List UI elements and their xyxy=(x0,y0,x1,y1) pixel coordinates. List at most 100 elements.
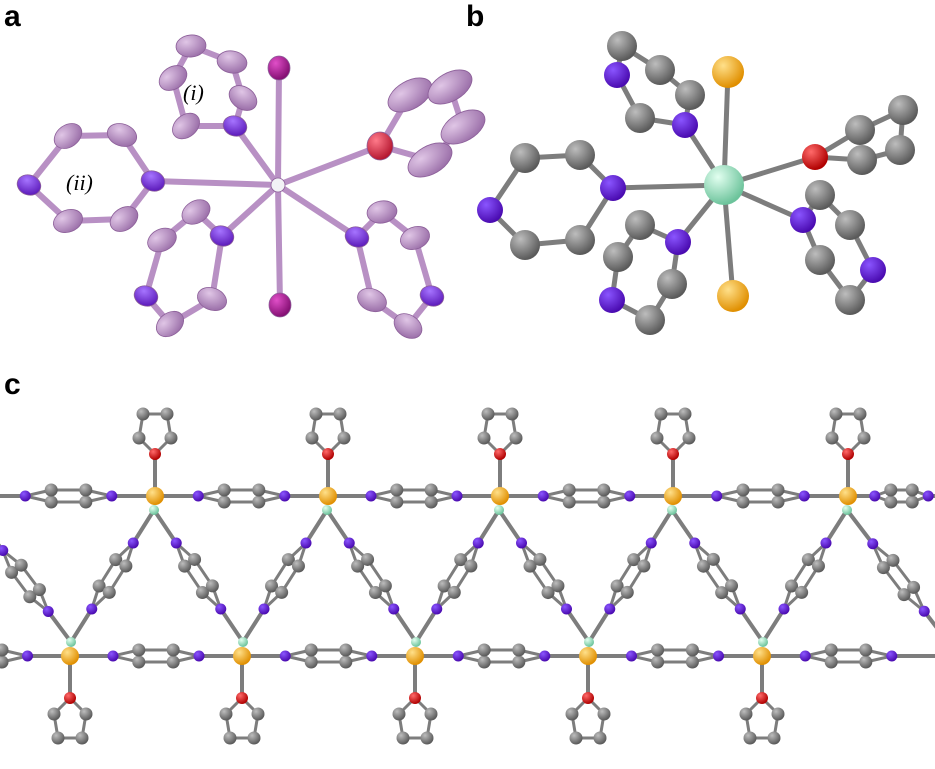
nitrogen-atom xyxy=(599,287,625,313)
coordination-bond xyxy=(275,65,282,188)
carbon-atom xyxy=(767,731,781,745)
carbon-atom xyxy=(309,407,323,421)
nitrogen-atom xyxy=(22,650,33,662)
iodine-atom xyxy=(268,292,292,318)
carbon-atom xyxy=(390,495,404,509)
carbon-atom xyxy=(512,643,526,657)
nitrogen-atom xyxy=(600,175,626,201)
bridge-bond xyxy=(152,508,179,545)
carbon-atom xyxy=(304,643,318,657)
nitrogen-atom xyxy=(869,490,881,502)
ligand-label-i: (i) xyxy=(183,80,204,105)
nitrogen-atom xyxy=(107,650,119,662)
carbon-atom xyxy=(829,407,843,421)
oxygen-atom xyxy=(667,448,679,460)
metal-center xyxy=(704,165,744,205)
carbon-atom xyxy=(23,590,37,604)
carbon-atom xyxy=(736,495,750,509)
oxygen-atom xyxy=(366,131,394,161)
carbon-atom xyxy=(407,142,453,178)
carbon-atom xyxy=(155,310,185,338)
carbon-atom xyxy=(393,313,423,339)
carbon-atom xyxy=(884,483,898,497)
halide-atom xyxy=(491,487,509,505)
panel-c-chain-network xyxy=(0,407,935,745)
carbon-atom xyxy=(685,655,699,669)
carbon-atom xyxy=(79,707,93,721)
carbon-atom xyxy=(219,707,233,721)
carbon-atom xyxy=(743,731,757,745)
carbon-atom xyxy=(396,731,410,745)
nitrogen-atom xyxy=(626,650,637,662)
nitrogen-atom xyxy=(209,225,235,247)
carbon-atom xyxy=(569,731,583,745)
nitrogen-atom xyxy=(604,62,630,88)
nitrogen-atom xyxy=(798,490,810,502)
carbon-atom xyxy=(510,230,540,260)
carbon-atom xyxy=(533,552,547,566)
nitrogen-atom xyxy=(388,603,400,615)
carbon-atom xyxy=(339,655,353,669)
carbon-atom xyxy=(14,558,28,572)
nitrogen-atom xyxy=(19,490,31,502)
nitrogen-atom xyxy=(344,226,370,248)
carbon-atom xyxy=(147,227,177,253)
bridge-bond xyxy=(670,508,697,545)
panel-a-ellipsoid-model xyxy=(16,34,486,339)
nitrogen-atom xyxy=(258,603,270,615)
carbon-atom xyxy=(541,586,555,600)
nitrogen-atom xyxy=(778,603,790,615)
carbon-atom xyxy=(725,579,739,593)
nitrogen-atom xyxy=(215,603,227,615)
carbon-atom xyxy=(675,80,705,110)
carbon-atom xyxy=(593,731,607,745)
carbon-atom xyxy=(651,655,665,669)
nitrogen-atom xyxy=(734,603,746,615)
nitrogen-atom xyxy=(886,650,898,662)
carbon-atom xyxy=(682,431,696,445)
nitrogen-atom xyxy=(431,603,443,615)
carbon-atom xyxy=(424,707,438,721)
carbon-atom xyxy=(136,407,150,421)
nitrogen-atom xyxy=(860,257,886,283)
carbon-atom xyxy=(291,559,305,573)
nitrogen-atom xyxy=(537,490,549,502)
carbon-atom xyxy=(512,655,526,669)
carbon-atom xyxy=(886,553,900,567)
panel-label-b: b xyxy=(466,0,485,33)
nitrogen-atom xyxy=(343,537,355,549)
carbon-atom xyxy=(625,103,655,133)
carbon-atom xyxy=(304,655,318,669)
carbon-atom xyxy=(0,643,9,657)
carbon-atom xyxy=(0,655,9,669)
nitrogen-atom xyxy=(365,490,377,502)
carbon-atom xyxy=(251,707,265,721)
carbon-atom xyxy=(223,731,237,745)
carbon-atom xyxy=(650,431,664,445)
carbon-atom xyxy=(876,561,890,575)
halide-atom xyxy=(664,487,682,505)
metal-center xyxy=(270,177,286,193)
carbon-atom xyxy=(92,579,106,593)
metal-center xyxy=(149,505,159,515)
carbon-atom xyxy=(252,495,266,509)
carbon-atom xyxy=(625,210,655,240)
carbon-atom xyxy=(53,209,83,233)
carbon-atom xyxy=(5,565,19,579)
nitrogen-atom xyxy=(665,229,691,255)
nitrogen-atom xyxy=(713,650,724,662)
nitrogen-atom xyxy=(279,490,291,502)
carbon-atom xyxy=(620,585,634,599)
carbon-atom xyxy=(205,579,219,593)
carbon-atom xyxy=(853,407,867,421)
nitrogen-atom xyxy=(300,537,312,549)
carbon-atom xyxy=(188,552,202,566)
carbon-atom xyxy=(603,242,633,272)
oxygen-atom xyxy=(409,692,421,704)
carbon-atom xyxy=(79,495,93,509)
nitrogen-atom xyxy=(561,603,572,615)
carbon-atom xyxy=(79,483,93,497)
carbon-atom xyxy=(387,77,433,113)
nitrogen-atom xyxy=(867,538,879,550)
carbon-atom xyxy=(178,559,192,573)
